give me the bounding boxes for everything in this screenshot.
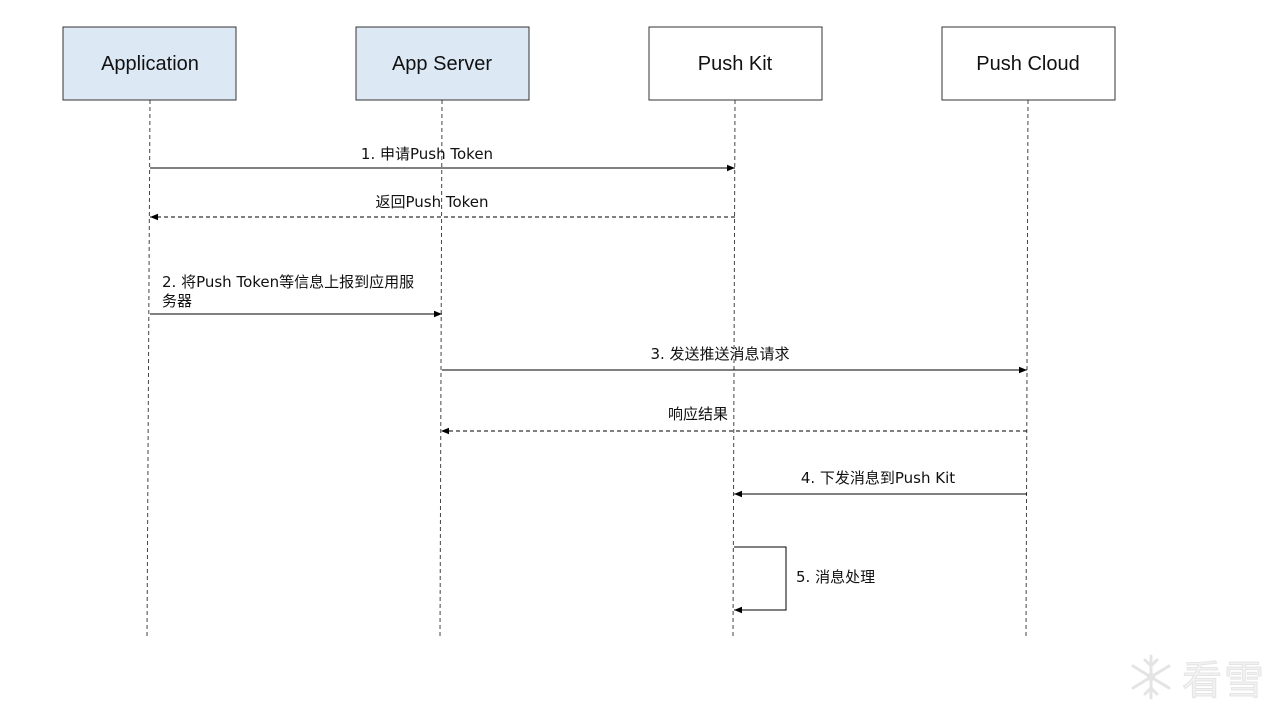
actor-push-cloud: Push Cloud <box>941 26 1116 101</box>
label-report-token-line2: 务器 <box>162 292 192 310</box>
label-send-push-request: 3. 发送推送消息请求 <box>650 345 789 363</box>
actor-app-server: App Server <box>355 26 530 101</box>
message-deliver-message: 4. 下发消息到Push Kit <box>734 469 1027 498</box>
label-deliver-message: 4. 下发消息到Push Kit <box>801 469 955 487</box>
actor-application-box <box>62 26 237 101</box>
label-response-result: 响应结果 <box>668 405 728 423</box>
message-return-push-token: 返回Push Token <box>150 193 735 221</box>
watermark-text: 看雪 <box>1182 658 1266 705</box>
watermark: 看雪 <box>1126 648 1266 706</box>
actor-push-kit-box <box>648 26 823 101</box>
actor-app-server-label: App Server <box>392 53 492 75</box>
actor-push-cloud-label: Push Cloud <box>976 53 1079 75</box>
snowflake-icon <box>1131 654 1171 700</box>
message-response-result: 响应结果 <box>441 405 1027 435</box>
lifeline-application <box>146 99 151 638</box>
lifeline-push-cloud <box>1025 99 1029 638</box>
actor-application: Application <box>62 26 237 101</box>
actor-push-kit: Push Kit <box>648 26 823 101</box>
actor-push-kit-label: Push Kit <box>698 53 773 75</box>
label-request-push-token: 1. 申请Push Token <box>361 145 493 163</box>
arrow-process-message <box>734 546 787 614</box>
actor-push-cloud-box <box>941 26 1116 101</box>
label-return-push-token: 返回Push Token <box>375 193 488 211</box>
actor-application-label: Application <box>101 53 199 75</box>
message-process-message: 5. 消息处理 <box>734 546 875 614</box>
label-report-token-line1: 2. 将Push Token等信息上报到应用服 <box>162 273 414 291</box>
lifeline-app-server <box>439 99 443 638</box>
label-process-message: 5. 消息处理 <box>796 568 875 586</box>
message-request-push-token: 1. 申请Push Token <box>150 145 735 172</box>
message-send-push-request: 3. 发送推送消息请求 <box>442 345 1027 374</box>
message-report-token: 2. 将Push Token等信息上报到应用服 务器 <box>150 273 442 318</box>
lifeline-push-kit <box>732 99 736 638</box>
actor-app-server-box <box>355 26 530 101</box>
